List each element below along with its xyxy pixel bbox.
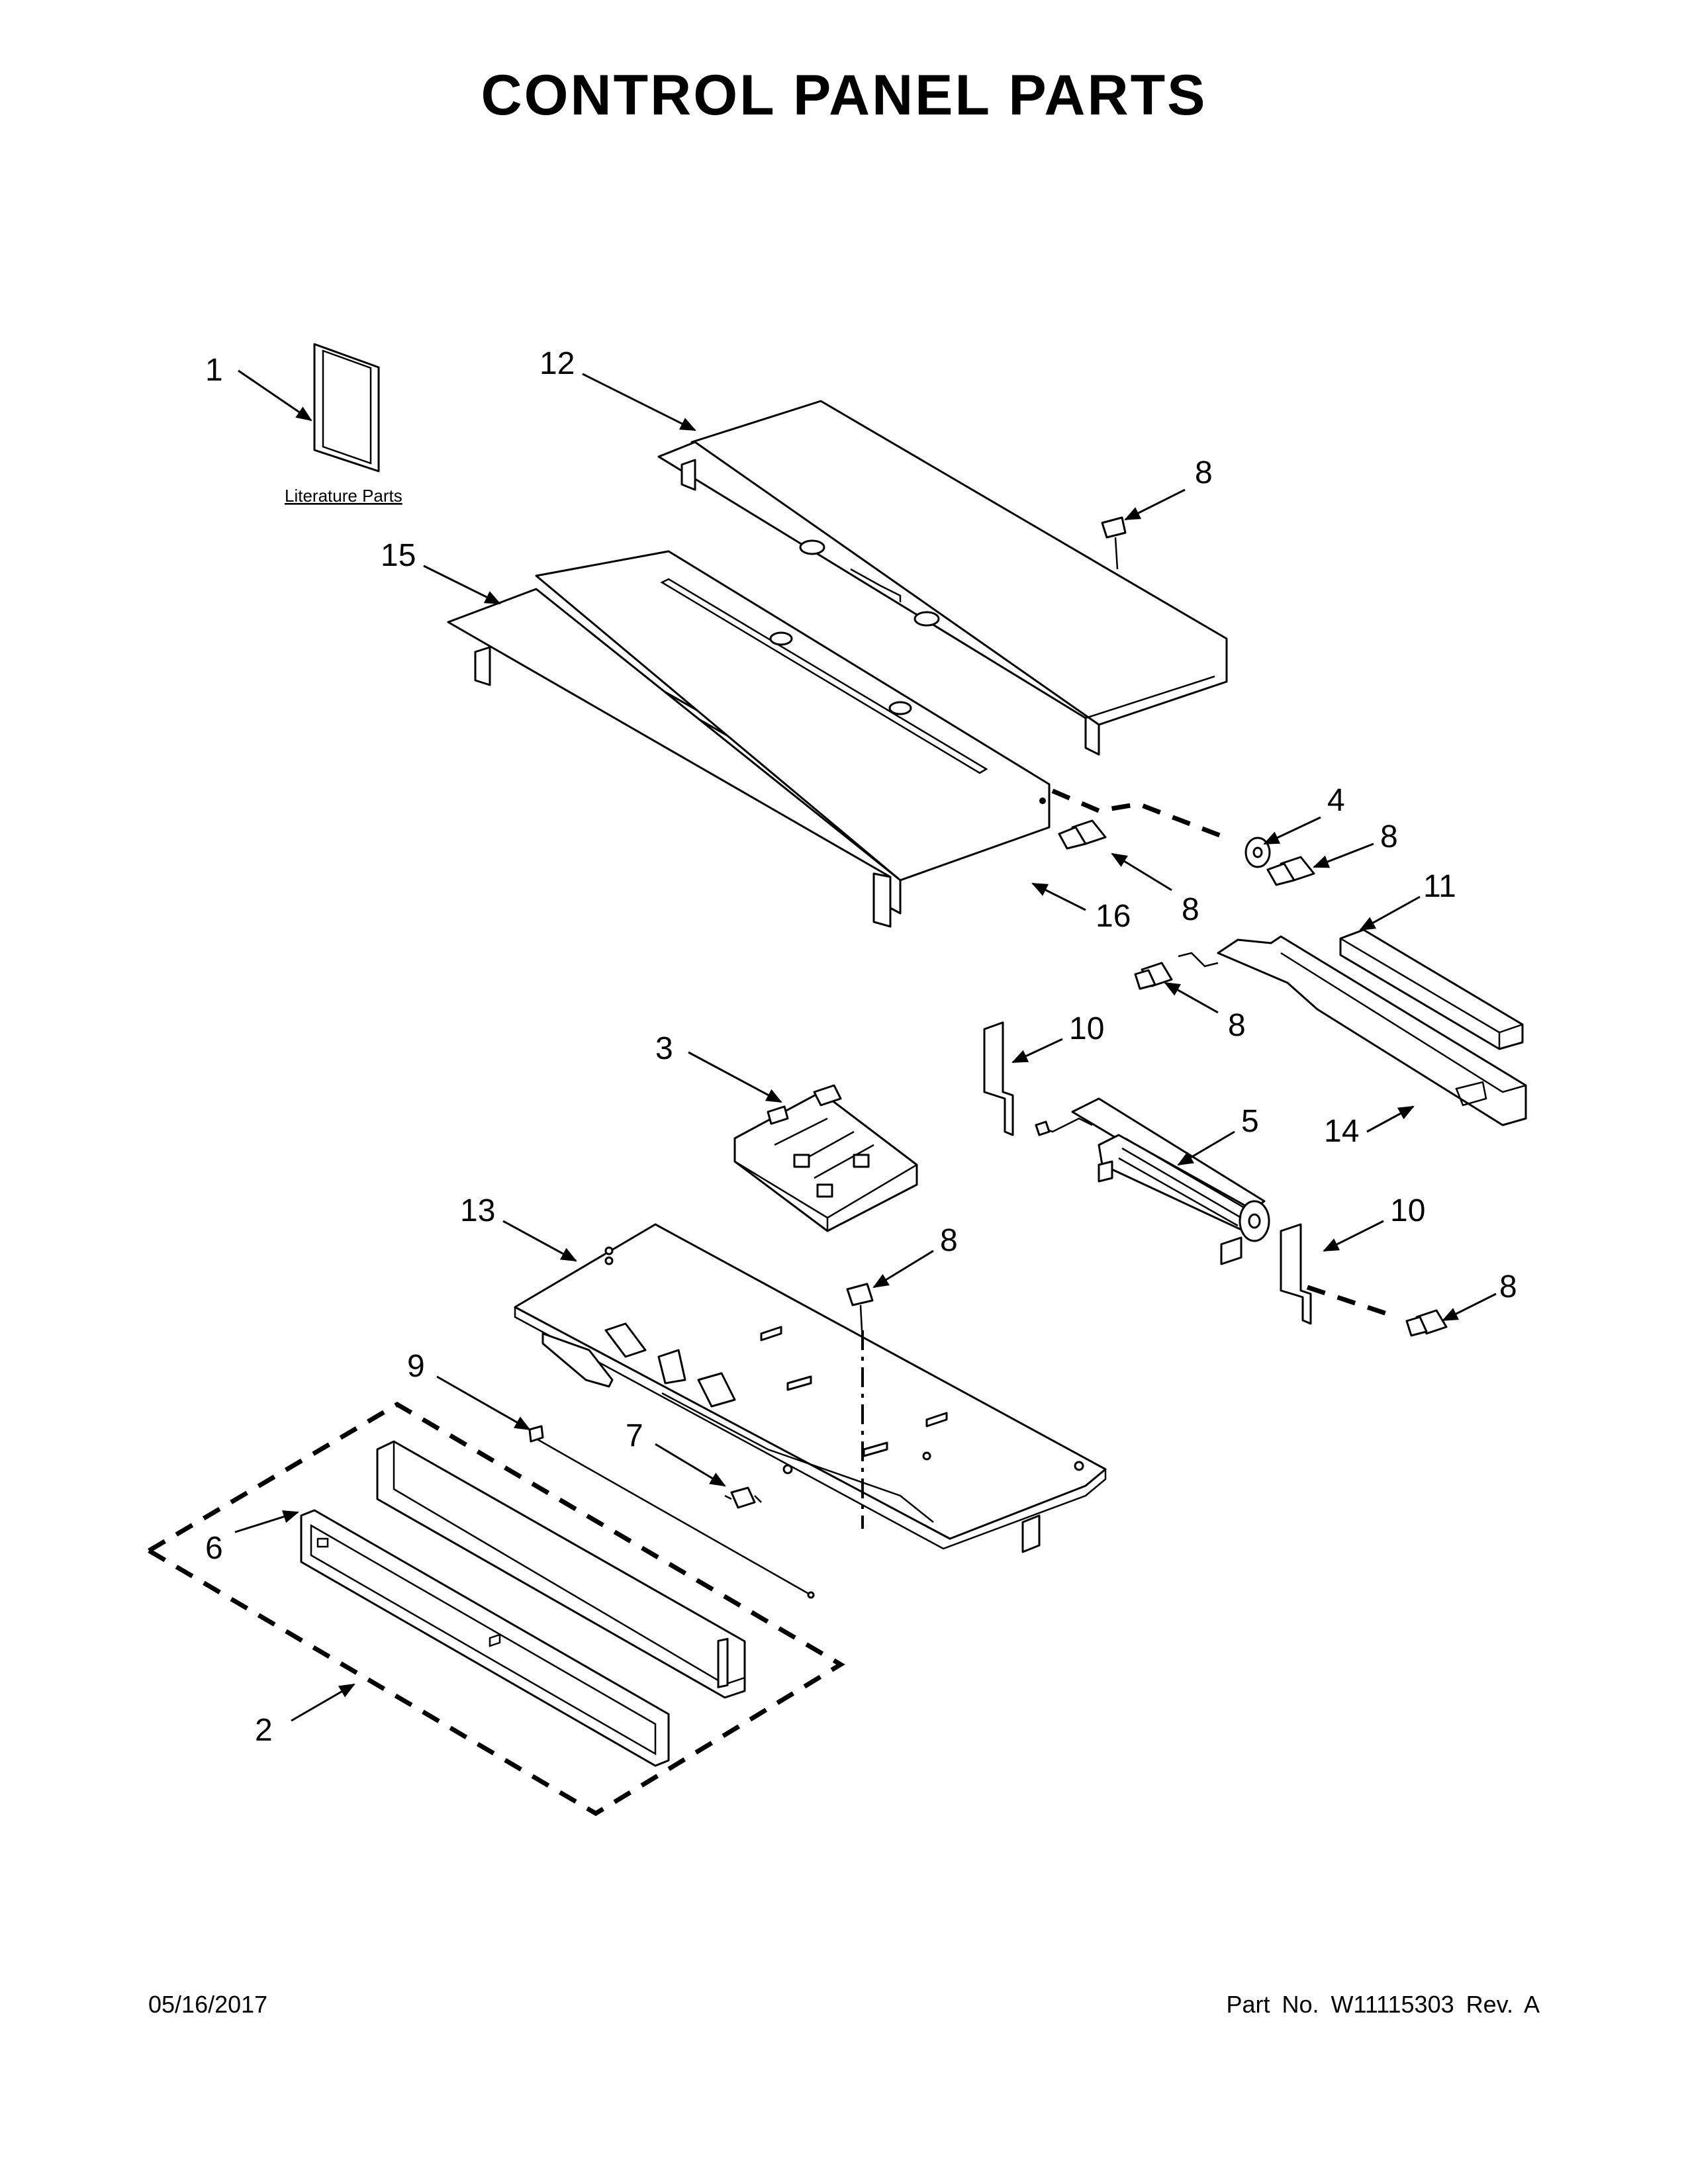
label-8-top: 8 xyxy=(1195,455,1213,490)
screw-fan xyxy=(1405,1309,1448,1337)
label-10-left: 10 xyxy=(1069,1011,1104,1046)
label-14: 14 xyxy=(1324,1114,1359,1149)
literature-booklet xyxy=(313,343,380,473)
clip xyxy=(528,1425,815,1599)
upper-cover-panel xyxy=(657,400,1228,756)
page-title: CONTROL PANEL PARTS xyxy=(481,64,1207,127)
label-2: 2 xyxy=(255,1713,273,1748)
label-8-housing: 8 xyxy=(1182,892,1199,927)
label-8-fan: 8 xyxy=(1499,1269,1517,1304)
label-8-panel: 8 xyxy=(940,1223,958,1258)
label-7: 7 xyxy=(626,1418,643,1453)
fan-bracket-right xyxy=(1280,1223,1312,1325)
label-12: 12 xyxy=(539,346,575,381)
label-6: 6 xyxy=(205,1531,223,1566)
label-13: 13 xyxy=(460,1193,495,1228)
mounting-rail xyxy=(1178,935,1527,1126)
screw-bracket xyxy=(1134,962,1173,990)
label-11: 11 xyxy=(1423,869,1456,904)
label-15: 15 xyxy=(381,538,416,573)
literature-parts-label: Literature Parts xyxy=(285,486,402,506)
footer-date: 05/16/2017 xyxy=(148,1991,268,2018)
footer-part-number: Part No. W11115303 Rev. A xyxy=(1226,1991,1540,2018)
screw-top xyxy=(1101,516,1127,570)
fan-bracket-left xyxy=(983,1021,1014,1136)
screw-housing xyxy=(1058,819,1107,850)
label-8-bracket: 8 xyxy=(1228,1008,1246,1043)
label-5: 5 xyxy=(1241,1104,1259,1139)
blower-fan xyxy=(1035,1097,1270,1265)
washer xyxy=(1244,837,1271,868)
control-panel-trim xyxy=(300,1440,746,1767)
label-8-washer: 8 xyxy=(1380,819,1398,854)
assembly-outline xyxy=(144,1401,845,1817)
label-10-right: 10 xyxy=(1390,1193,1425,1228)
label-3: 3 xyxy=(655,1031,673,1066)
label-9: 9 xyxy=(407,1349,425,1384)
mounting-panel xyxy=(514,1223,1107,1553)
lower-panel-housing xyxy=(447,550,1051,928)
label-4: 4 xyxy=(1327,783,1345,818)
screw-washer xyxy=(1266,856,1315,886)
label-1: 1 xyxy=(205,353,223,388)
screw-panel xyxy=(846,1283,874,1331)
leaders xyxy=(234,369,1497,1722)
control-board xyxy=(733,1084,918,1232)
label-16: 16 xyxy=(1096,899,1131,934)
door-switch xyxy=(724,1486,762,1509)
